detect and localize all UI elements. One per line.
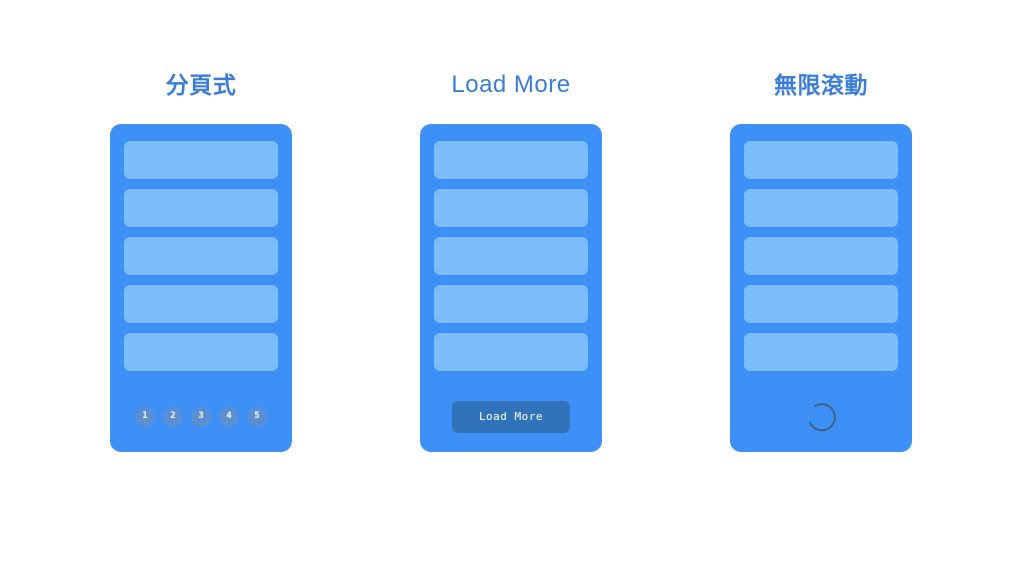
page-number-button[interactable]: 1 — [135, 406, 155, 427]
card-stack — [744, 141, 898, 371]
column-title-pagination: 分頁式 — [165, 72, 237, 98]
panel-footer-infinite-scroll — [730, 381, 912, 452]
page-number-button[interactable]: 3 — [191, 406, 211, 427]
phone-panel-pagination: 1 2 3 4 5 — [110, 124, 292, 452]
content-card[interactable] — [124, 237, 278, 275]
column-title-infinite-scroll: 無限滾動 — [774, 72, 868, 98]
phone-panel-load-more: Load More — [420, 124, 602, 452]
page-number-button[interactable]: 5 — [247, 406, 267, 427]
content-card[interactable] — [124, 333, 278, 371]
content-card[interactable] — [124, 141, 278, 179]
column-title-load-more: Load More — [451, 71, 571, 98]
pattern-column-pagination: 分頁式 1 2 3 4 5 — [110, 70, 292, 452]
card-stack — [124, 141, 278, 371]
content-card[interactable] — [434, 285, 588, 323]
content-card[interactable] — [744, 333, 898, 371]
content-card[interactable] — [124, 285, 278, 323]
content-card[interactable] — [434, 189, 588, 227]
content-card[interactable] — [434, 333, 588, 371]
panel-footer-pagination: 1 2 3 4 5 — [110, 381, 292, 452]
page-number-button[interactable]: 2 — [163, 406, 183, 427]
phone-panel-infinite-scroll — [730, 124, 912, 452]
card-stack — [434, 141, 588, 371]
load-more-button[interactable]: Load More — [452, 400, 570, 433]
panel-footer-load-more: Load More — [420, 381, 602, 452]
content-card[interactable] — [434, 237, 588, 275]
content-card[interactable] — [744, 141, 898, 179]
content-card[interactable] — [744, 237, 898, 275]
page-number-button[interactable]: 4 — [219, 406, 239, 427]
loading-spinner-icon — [801, 397, 841, 437]
content-card[interactable] — [744, 285, 898, 323]
pattern-column-load-more: Load More Load More — [420, 70, 602, 452]
content-card[interactable] — [434, 141, 588, 179]
content-card[interactable] — [744, 189, 898, 227]
pattern-column-infinite-scroll: 無限滾動 — [730, 70, 912, 452]
pagination-control: 1 2 3 4 5 — [135, 406, 267, 427]
content-card[interactable] — [124, 189, 278, 227]
